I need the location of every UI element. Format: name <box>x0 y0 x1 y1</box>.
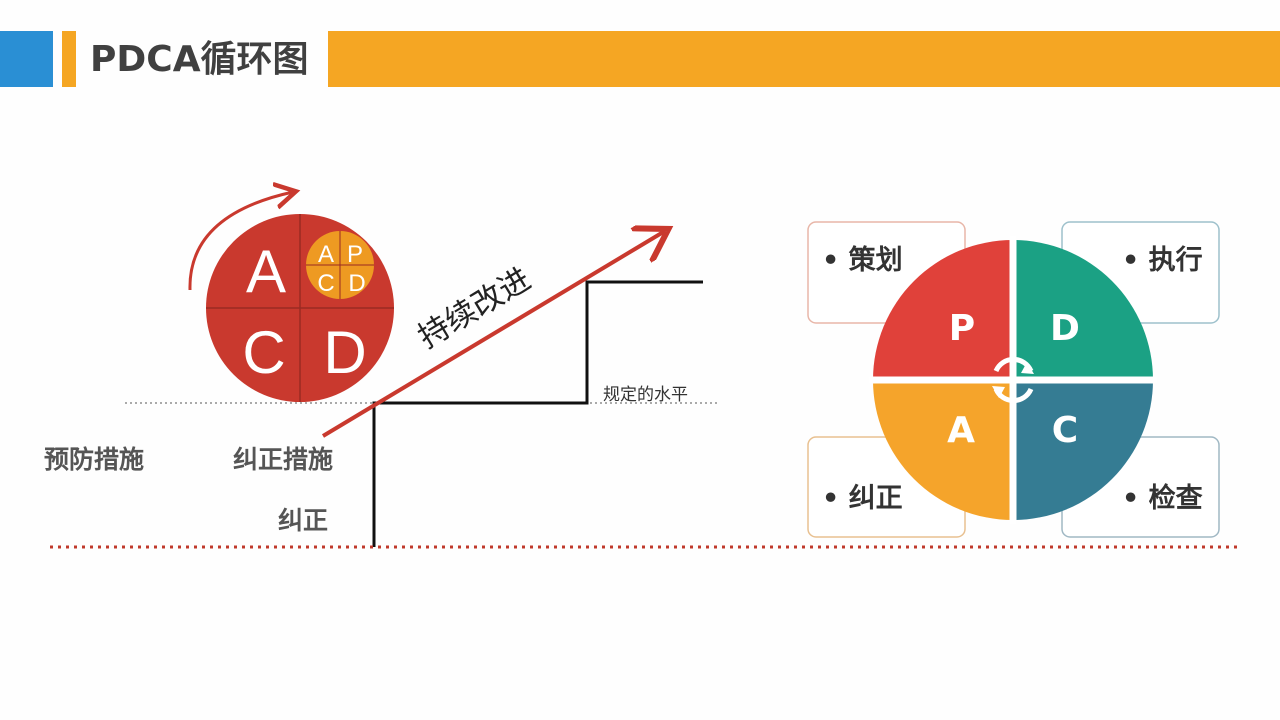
center-cycle-arrow-top-head <box>1021 362 1034 374</box>
label-corrective-measures: 纠正措施 <box>233 445 334 474</box>
quadrant-c <box>1013 380 1153 520</box>
quadrant-a <box>873 380 1013 520</box>
small-circle-letter-c: C <box>317 270 334 297</box>
quadrant-letter-a: A <box>947 410 975 451</box>
card-do-label: • 执行 <box>1122 245 1203 276</box>
quadrant-d <box>1013 240 1153 380</box>
quadrant-letter-c: C <box>1052 410 1078 451</box>
staircase-line <box>372 280 703 547</box>
title-accent-orange <box>62 31 76 87</box>
rotation-arrow <box>188 192 293 291</box>
label-correction: 纠正 <box>278 506 329 535</box>
quadrant-letter-p: P <box>949 308 975 349</box>
quadrant-letter-d: D <box>1050 308 1080 349</box>
small-circle-letter-d: D <box>348 270 365 297</box>
center-cycle-arrow-bottom-head <box>992 386 1005 398</box>
title-accent-blue <box>0 31 53 87</box>
small-circle-letter-p: P <box>347 241 363 268</box>
card-act-label: • 纠正 <box>822 483 903 514</box>
card-check-label: • 检查 <box>1122 483 1203 514</box>
big-circle-letter-d: D <box>323 319 366 386</box>
small-circle-letter-a: A <box>318 241 334 268</box>
big-circle-letter-a: A <box>246 238 286 305</box>
big-circle-letter-c: C <box>242 319 285 386</box>
quadrant-p <box>873 240 1013 380</box>
card-plan-label: • 策划 <box>822 245 903 276</box>
title-bar <box>328 31 1280 87</box>
page-title: PDCA循环图 <box>90 39 309 80</box>
label-preventive: 预防措施 <box>44 445 145 474</box>
level-label: 规定的水平 <box>603 385 688 405</box>
improvement-arrow <box>321 231 665 438</box>
